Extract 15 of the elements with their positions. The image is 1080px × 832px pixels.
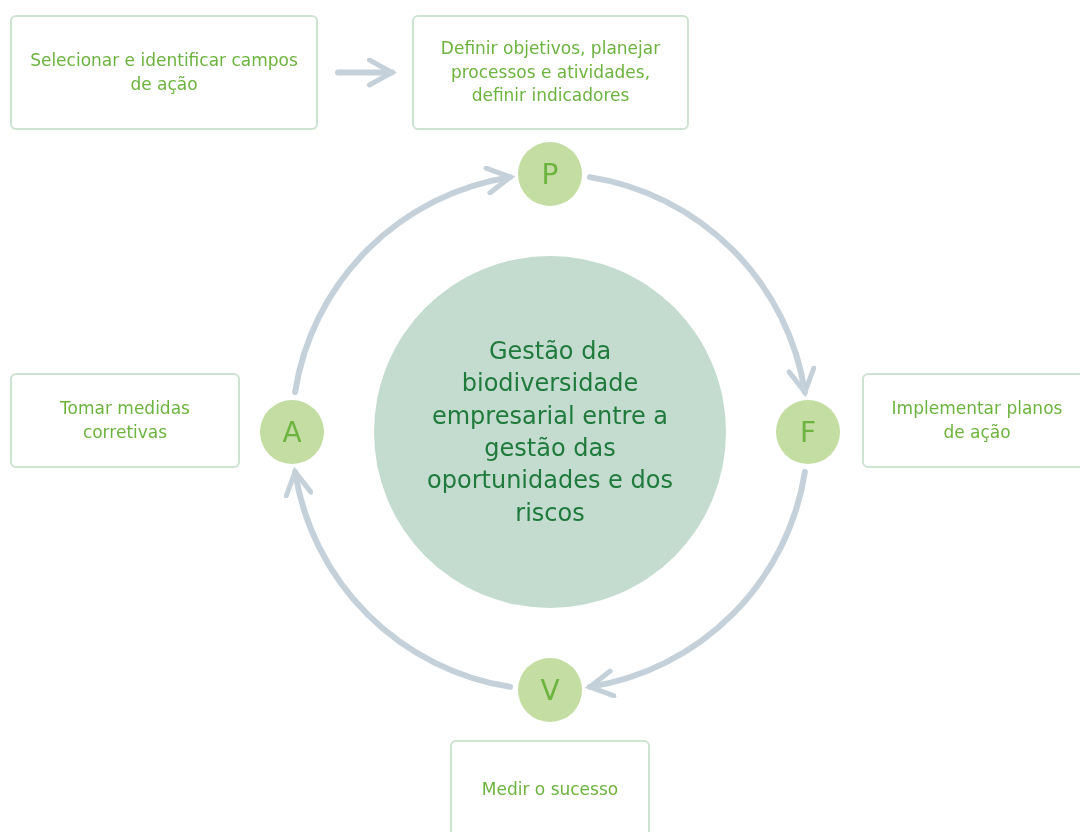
process-box: Selecionar e identificar campos de ação bbox=[10, 15, 318, 130]
arrow bbox=[285, 468, 514, 690]
step-circle: F bbox=[776, 400, 840, 464]
process-box: Definir objetivos, planejar processos e atividades, definir indicadores bbox=[412, 15, 689, 130]
arrow bbox=[335, 57, 395, 88]
process-box: Implementar planos de ação bbox=[862, 373, 1080, 468]
center-circle: Gestão da biodiversidade empresarial entre a gestão das oportunidades e dos riscos bbox=[374, 256, 726, 608]
arrow bbox=[586, 468, 808, 697]
arrow bbox=[292, 167, 514, 396]
step-circle: A bbox=[260, 400, 324, 464]
step-circle: P bbox=[518, 142, 582, 206]
process-box: Tomar medidas corretivas bbox=[10, 373, 240, 468]
process-box: Medir o sucesso bbox=[450, 740, 650, 832]
arrow bbox=[586, 174, 815, 396]
step-circle: V bbox=[518, 658, 582, 722]
